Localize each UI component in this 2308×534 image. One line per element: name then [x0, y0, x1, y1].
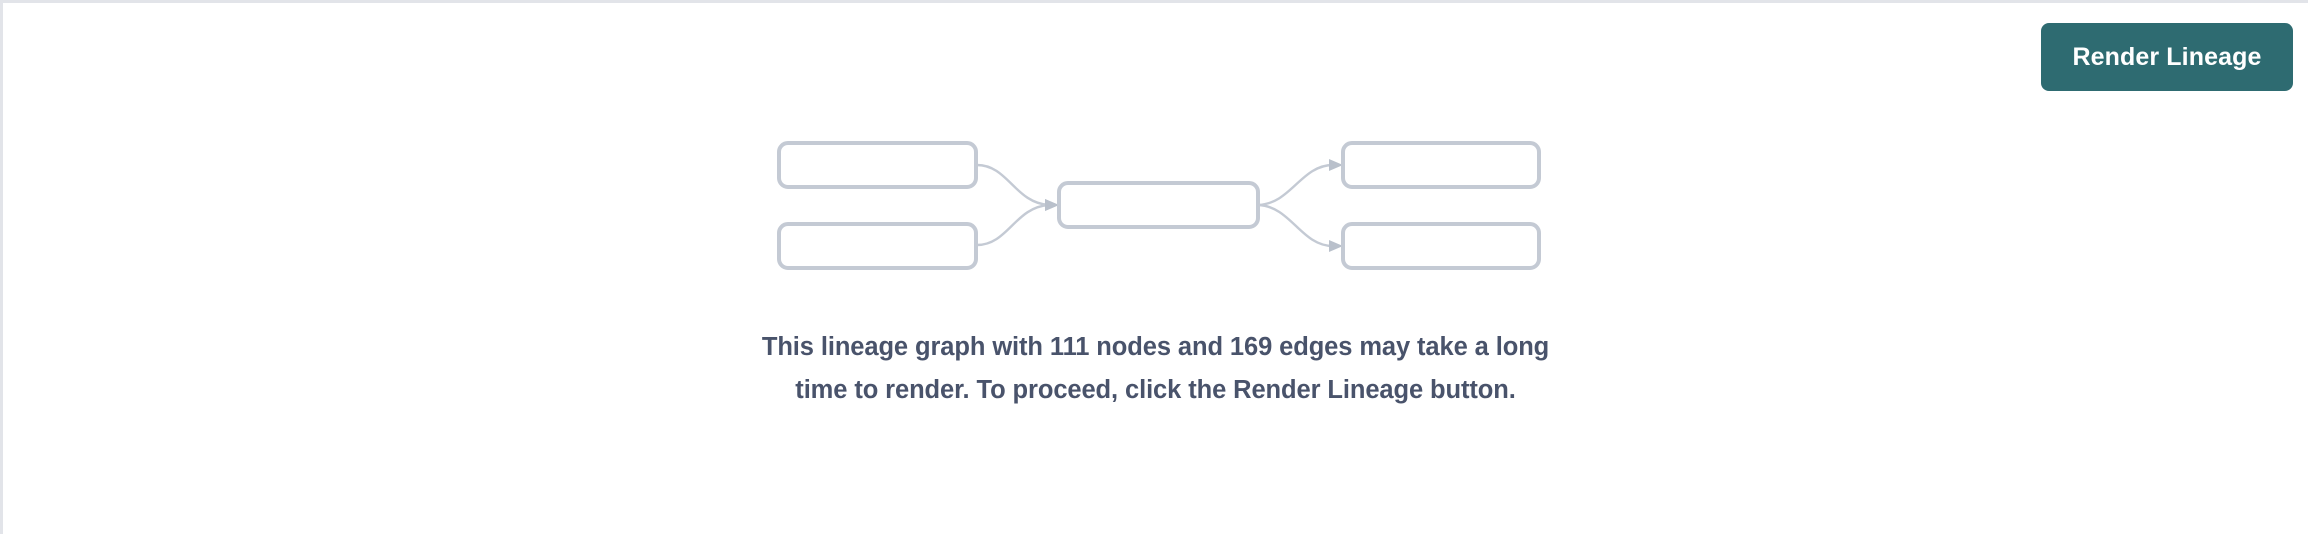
edge-focus-to-downstream-1 — [1257, 159, 1343, 207]
render-lineage-button[interactable]: Render Lineage — [2041, 23, 2293, 91]
lineage-render-notice: This lineage graph with 111 nodes and 16… — [761, 333, 1550, 404]
lineage-node-upstream-2 — [777, 222, 978, 270]
lineage-graph-placeholder — [3, 3, 2308, 323]
lineage-graph-svg — [777, 141, 1541, 270]
lineage-node-upstream-1 — [777, 141, 978, 189]
lineage-node-focus — [1057, 181, 1260, 229]
lineage-node-downstream-2 — [1341, 222, 1541, 270]
edge-focus-to-downstream-2 — [1257, 203, 1343, 252]
edge-upstream-2-to-focus — [976, 199, 1059, 247]
lineage-node-downstream-1 — [1341, 141, 1541, 189]
edge-upstream-1-to-focus — [976, 163, 1059, 211]
